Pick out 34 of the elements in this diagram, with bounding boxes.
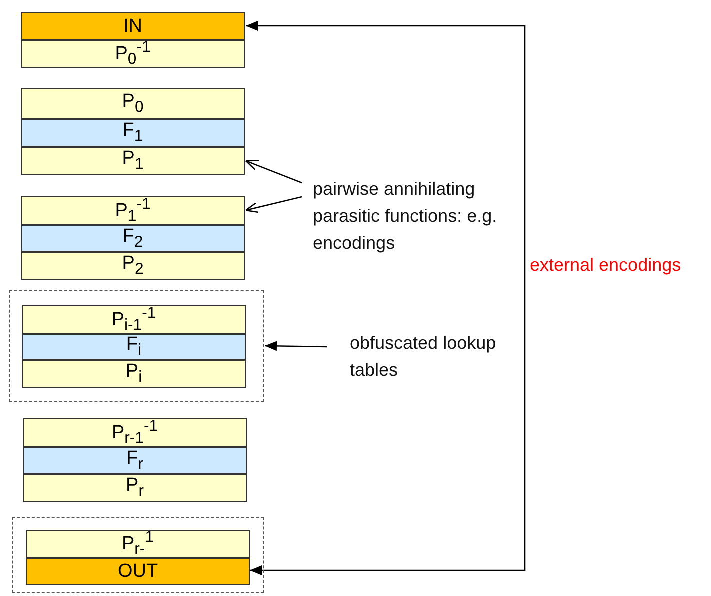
box-label: P$_{0}$ [122,92,144,116]
arrow [264,341,328,352]
encoding-box [26,530,250,558]
encoding-box [21,147,245,175]
function-box [23,447,247,474]
annotation-text: obfuscated lookup tables [350,330,520,386]
function-box [21,225,245,252]
function-box [22,334,246,360]
io-box [21,12,245,40]
encoding-box [21,40,245,68]
encoding-box [22,360,246,388]
encoding-box [21,88,245,119]
dashed-frame [9,290,264,402]
function-box [21,119,245,147]
arrow [246,21,526,576]
box-label: P$_{2}$ [122,254,144,278]
encoding-box [21,196,245,225]
box-label: P$_{r}$ [126,476,144,500]
box-label: OUT [118,562,158,581]
box-label: P$_{i}$ [126,362,142,386]
box-label: F$_{1}$ [122,121,144,145]
box-label: F$_{2}$ [122,226,144,250]
encoding-box [23,474,247,502]
arrow [245,160,302,184]
box-label: F$_{r}$ [126,448,144,472]
box-label: P$_{1}$ [122,149,144,173]
io-box [26,558,250,585]
box-label: IN [124,16,142,36]
encoding-box [23,418,247,447]
dashed-frame [12,517,264,593]
encoding-box [22,305,246,334]
encoding-box [21,252,245,280]
box-label: F$_{i}$ [126,335,142,359]
arrow [245,196,302,214]
